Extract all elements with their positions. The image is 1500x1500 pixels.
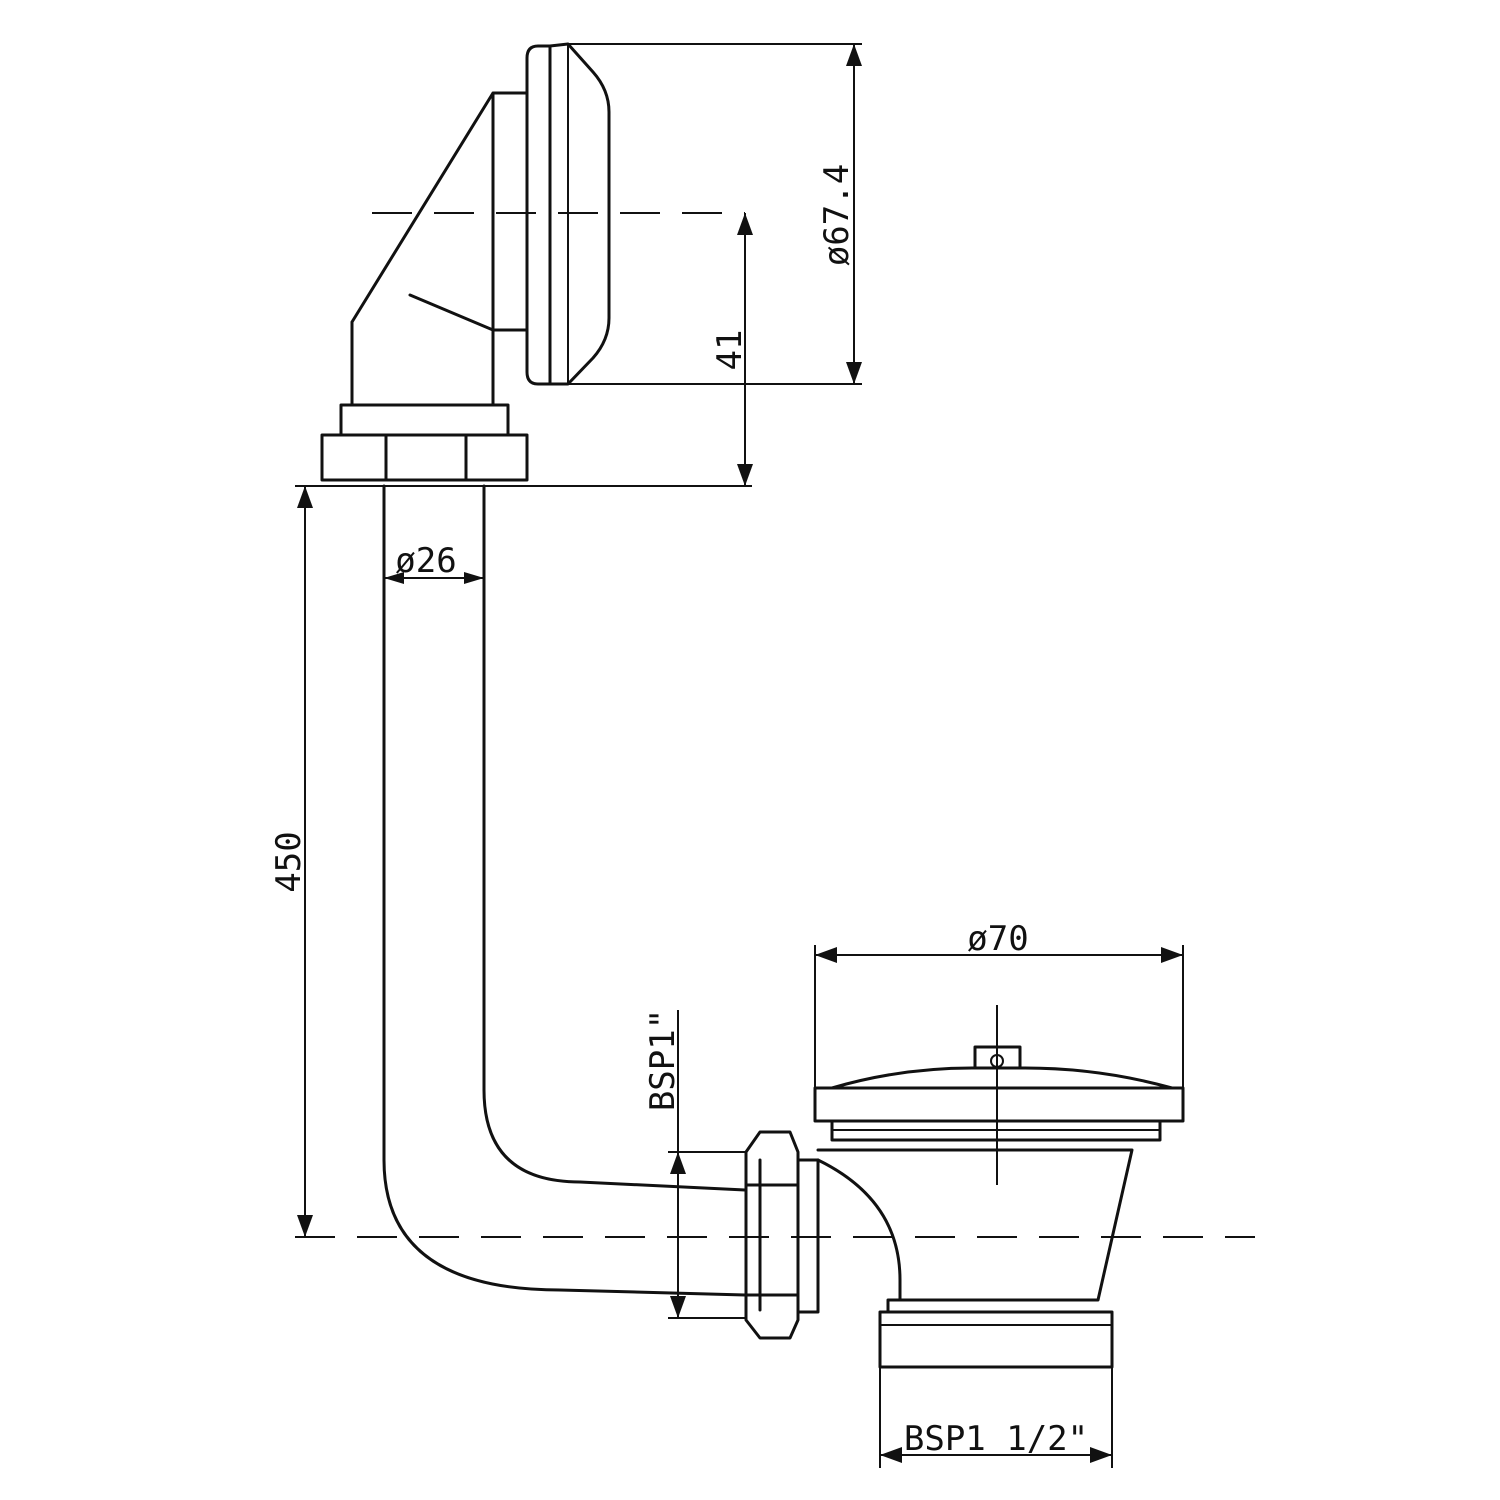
dim-pipe-diameter-label: ø26 — [395, 541, 456, 581]
waste-union-nut — [744, 1130, 820, 1340]
overflow-collar — [339, 403, 510, 437]
dim-overflow-diameter-label: ø67.4 — [817, 164, 857, 266]
dim-overflow-diameter: ø67.4 — [568, 43, 862, 385]
dim-outlet-thread: BSP1 1/2" — [879, 1367, 1113, 1468]
plug-dome — [830, 1066, 1174, 1090]
dim-outlet-thread-label: BSP1 1/2" — [904, 1419, 1088, 1459]
dim-overflow-height: 41 — [710, 213, 753, 486]
overflow-gasket — [525, 44, 552, 386]
dim-pipe-diameter: ø26 — [384, 541, 484, 584]
waste-outlet — [878, 1310, 1114, 1369]
waste-body — [813, 1045, 1185, 1369]
dim-pipe-length-label: 450 — [269, 831, 309, 892]
dim-pipe-length: 450 — [269, 486, 313, 1237]
dim-plug-diameter-label: ø70 — [967, 919, 1028, 959]
dim-overflow-height-label: 41 — [710, 330, 750, 371]
overflow-hex-nut — [320, 433, 529, 482]
overflow-faceplate — [548, 42, 611, 386]
plug-rim — [813, 1086, 1185, 1123]
overflow-assembly — [320, 42, 611, 482]
overflow-pipe — [382, 484, 747, 1297]
dim-inlet-thread-label: BSP1" — [643, 1009, 683, 1111]
dim-plug-diameter: ø70 — [814, 919, 1184, 1088]
overflow-elbow — [350, 91, 529, 407]
dim-inlet-thread: BSP1" — [643, 1009, 746, 1319]
